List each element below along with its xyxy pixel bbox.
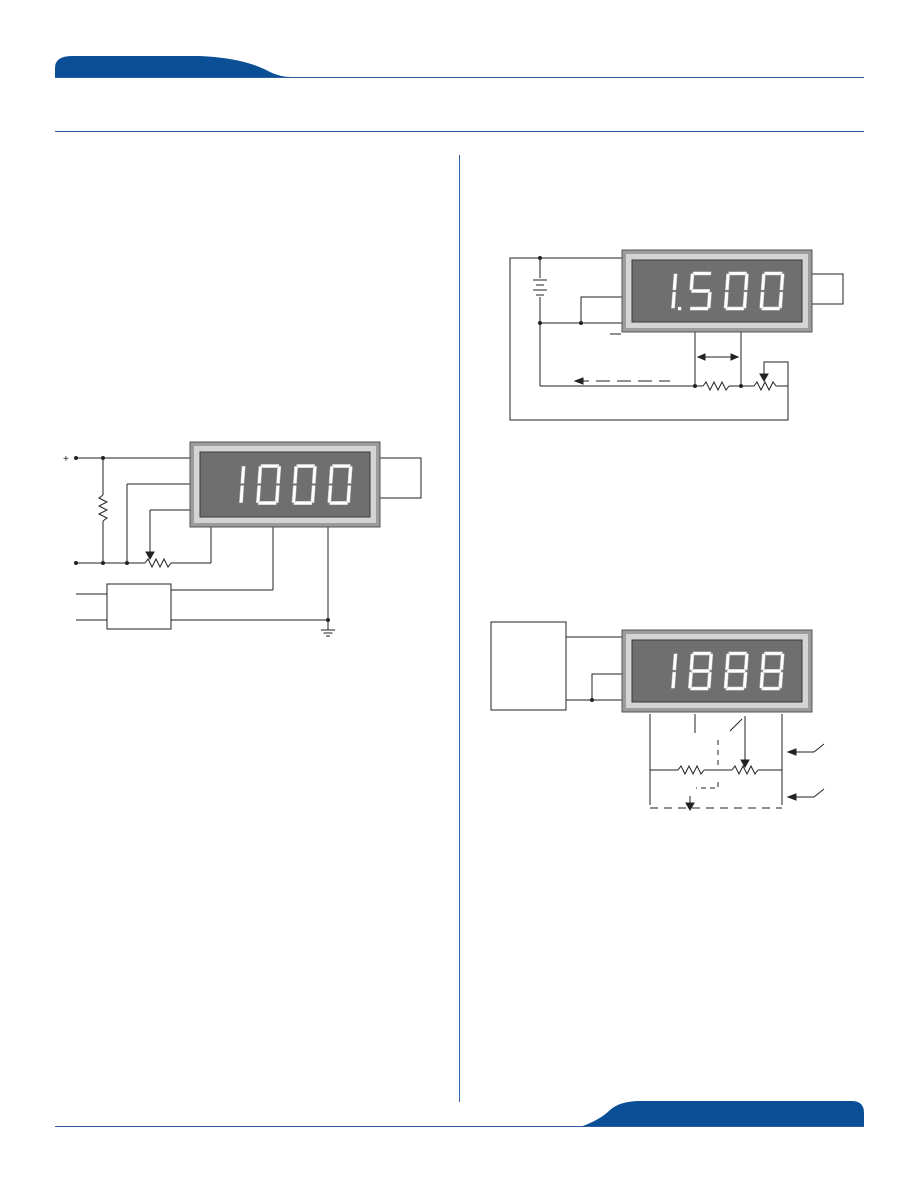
figure-3-circuit (490, 621, 825, 812)
header-tab (55, 56, 292, 77)
potentiometer (144, 557, 172, 569)
segment-a (331, 464, 351, 468)
segment-c (671, 671, 677, 689)
segment-f (257, 466, 263, 484)
segment-b (672, 273, 678, 291)
segment-f (293, 466, 299, 484)
display-digit-0 (255, 464, 282, 505)
segment-b (743, 273, 749, 291)
display-face (199, 451, 371, 518)
resistor (97, 494, 109, 522)
segment-d (689, 686, 709, 691)
footer-tab (520, 1101, 864, 1127)
segment-e (723, 291, 729, 309)
segment-e (327, 485, 333, 503)
segment-d (329, 501, 349, 505)
fig2-display (621, 249, 813, 333)
segment-a (763, 271, 783, 276)
segment-e (291, 485, 297, 503)
resistor (702, 380, 730, 392)
segment-c (742, 291, 748, 309)
display-face (631, 259, 803, 323)
segment-a (692, 651, 712, 656)
display-digit-8 (759, 651, 785, 691)
segment-a (763, 651, 783, 656)
segment-f (725, 273, 731, 291)
segment-f (760, 273, 766, 291)
segment-c (778, 671, 784, 689)
segment-e (255, 485, 262, 503)
segment-d (257, 501, 277, 505)
segment-c (274, 485, 280, 503)
display-digit-0 (327, 464, 353, 505)
segment-b (779, 273, 785, 291)
segment-b (347, 466, 353, 484)
segment-b (708, 653, 714, 671)
segment-a (692, 271, 712, 276)
segment-g (762, 669, 782, 673)
segment-g (691, 669, 711, 673)
figure-2-circuit (509, 256, 844, 421)
plus-sign: + (63, 454, 69, 465)
segment-a (728, 651, 748, 656)
segment-f (328, 466, 334, 484)
segment-c (742, 671, 748, 689)
decimal-point (677, 306, 682, 311)
display-digit-5 (689, 271, 712, 311)
segment-a (296, 464, 316, 468)
segment-d (725, 306, 745, 311)
segment-c (706, 291, 712, 309)
segment-b (672, 653, 678, 671)
potentiometer (753, 380, 777, 392)
segment-b (743, 653, 749, 671)
display-digit-1 (671, 273, 682, 311)
segment-d (761, 686, 781, 691)
segment-b (276, 466, 282, 484)
display-digit-0 (291, 464, 317, 505)
potentiometer (731, 764, 759, 776)
segment-a (728, 271, 748, 276)
segment-g (691, 289, 711, 293)
segment-c (239, 485, 245, 503)
display-digit-8 (723, 651, 749, 691)
segment-d (689, 306, 709, 311)
segment-d (761, 306, 781, 311)
segment-c (706, 671, 712, 689)
resistor (677, 764, 705, 776)
segment-c (671, 291, 677, 309)
display-digit-0 (759, 271, 785, 311)
segment-d (725, 686, 745, 691)
fig1-display (189, 441, 381, 528)
display-digit-1 (671, 653, 678, 689)
segment-e (759, 291, 765, 309)
segment-c (778, 291, 784, 309)
display-digit-1 (239, 466, 246, 503)
display-digit-0 (723, 271, 749, 311)
segment-b (311, 466, 317, 484)
figure-1-circuit: + (63, 454, 422, 637)
segment-b (240, 466, 246, 484)
segment-d (293, 501, 313, 505)
segment-c (310, 485, 316, 503)
segment-g (726, 669, 746, 673)
display-digit-8 (687, 651, 714, 691)
segment-b (779, 653, 785, 671)
fig3-display (621, 629, 813, 713)
segment-a (260, 464, 280, 468)
segment-c (346, 485, 352, 503)
